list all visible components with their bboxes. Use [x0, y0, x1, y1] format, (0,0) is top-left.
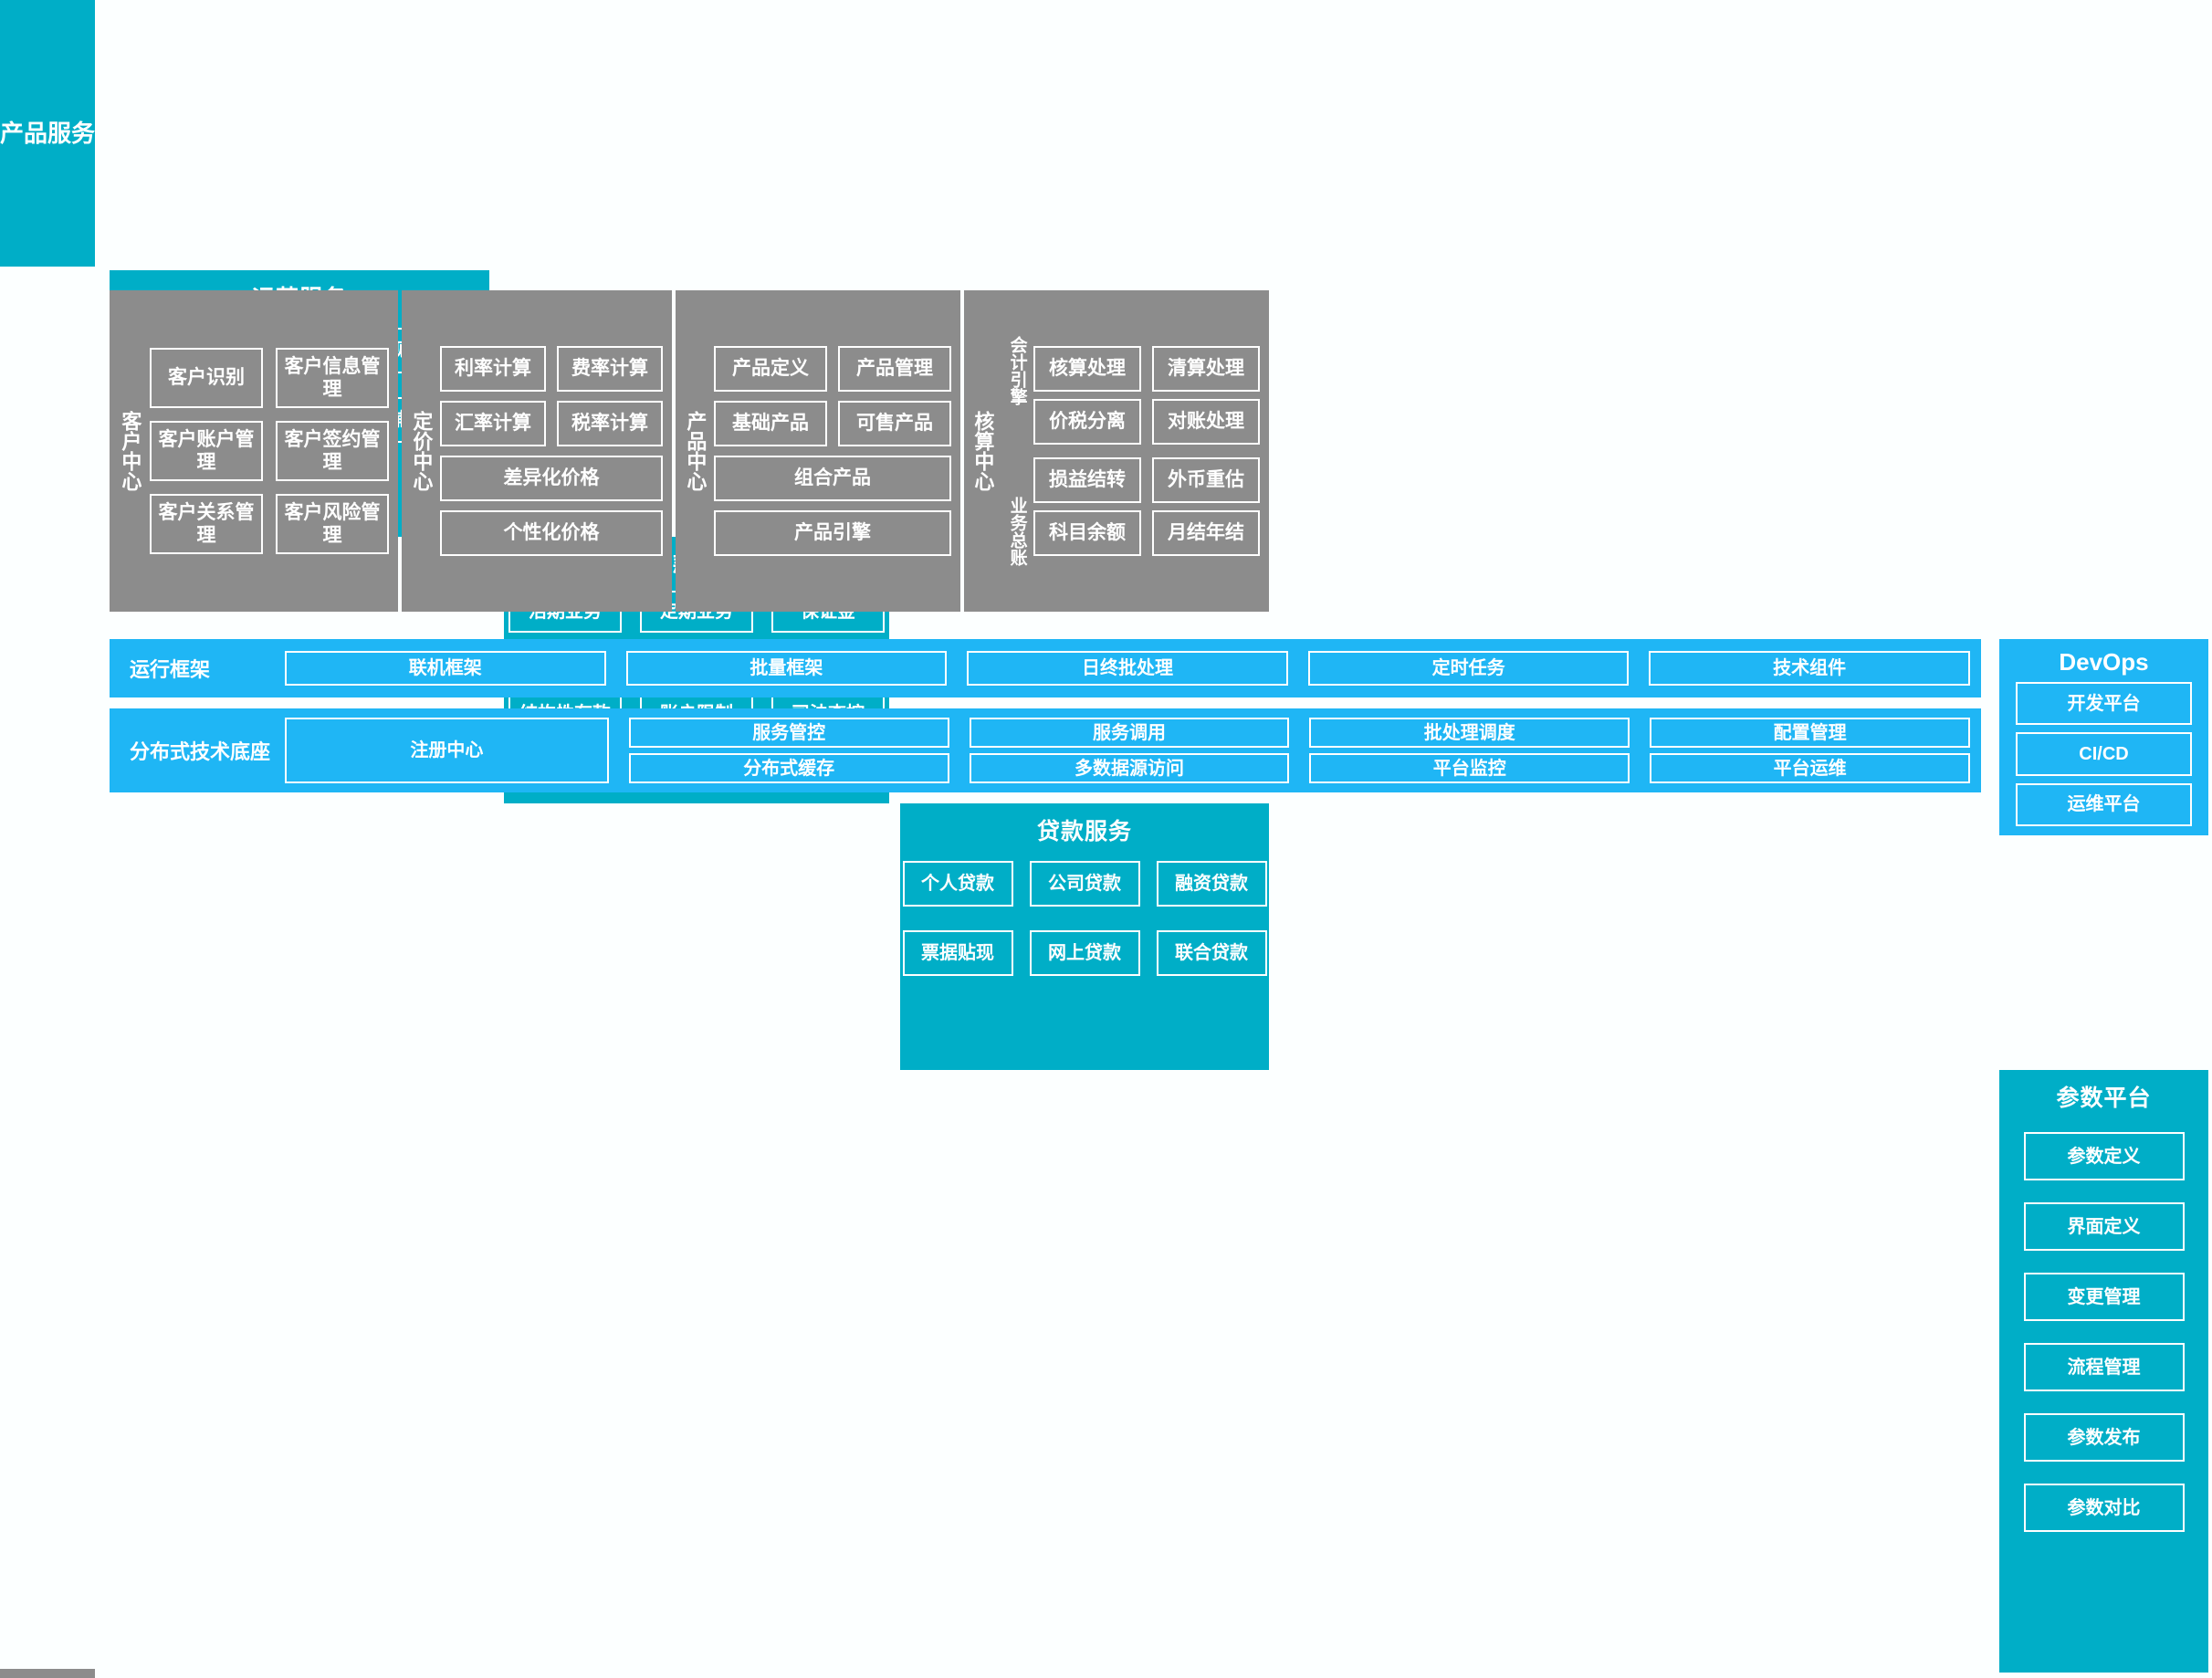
center-label-accounting: 核算中心 [964, 290, 1001, 612]
layer-label-line: 产品 [0, 119, 48, 147]
capability-cell-jiashuifenli[interactable]: 价税分离 [1033, 399, 1141, 445]
service-cell-lianhedaikuan[interactable]: 联合贷款 [1156, 930, 1267, 976]
capability-cell-lilvjisuan[interactable]: 利率计算 [440, 346, 546, 392]
tech-cell-fuwuguankong[interactable]: 服务管控 [628, 718, 949, 748]
section-distributed-base: 分布式技术底座 注册中心 服务管控 分布式缓存 服务调用 多数据源访问 批处理调… [110, 708, 1981, 792]
tech-cell-peizhiguanli[interactable]: 配置管理 [1650, 718, 1970, 748]
center-customer: 客户中心 客户识别 客户信息管理 客户账户管理 客户签约管理 客户关系管理 客户… [110, 290, 398, 612]
capability-cell-duizhangchuli[interactable]: 对账处理 [1152, 399, 1260, 445]
capability-cell-zuhechanpin[interactable]: 组合产品 [714, 456, 951, 501]
center-label-text: 核算中心 [971, 411, 995, 491]
group-title-devops: DevOps [2059, 648, 2149, 676]
capability-cell-kehuguanxiguanli[interactable]: 客户关系管理 [150, 494, 263, 554]
tech-cell-lianjikuangjia[interactable]: 联机框架 [285, 651, 606, 686]
capability-cell-feilvjisuan[interactable]: 费率计算 [557, 346, 663, 392]
param-cell-canshufabu[interactable]: 参数发布 [2023, 1413, 2185, 1462]
layer-label-product-service: 产品 服务 [0, 0, 95, 267]
tech-cell-fenbushihuancun[interactable]: 分布式缓存 [628, 753, 949, 783]
capability-cell-shuilvjisuan[interactable]: 税率计算 [557, 401, 663, 446]
section-label-runtime-framework: 运行框架 [130, 658, 211, 681]
capability-cell-gexinghuajiage[interactable]: 个性化价格 [440, 510, 663, 556]
devops-cell-kaifapingtai[interactable]: 开发平台 [2016, 682, 2192, 726]
group-devops: DevOps 开发平台 CI/CD 运维平台 [1999, 639, 2208, 835]
group-title: 参数平台 [2056, 1085, 2152, 1111]
center-label-text: 产品中心 [684, 411, 708, 491]
layer-label-business-capability: 业务 能力 中心 [0, 1669, 95, 1678]
tech-cell-zhucezhongxin[interactable]: 注册中心 [285, 718, 609, 783]
group-param-platform: 参数平台 参数定义 界面定义 变更管理 流程管理 参数发布 参数对比 [1999, 1070, 2208, 1673]
center-label-customer: 客户中心 [110, 290, 150, 612]
tech-cell-pingtaijiankong[interactable]: 平台监控 [1309, 753, 1630, 783]
sub-label-text: 业务总账 [1007, 497, 1027, 566]
param-cell-canshuduibi[interactable]: 参数对比 [2023, 1484, 2185, 1532]
center-accounting: 核算中心 会计引擎 业务总账 核算处理 清算处理 价税分离 对账处理 损益结转 … [964, 290, 1269, 612]
capability-cell-qingsuanchuli[interactable]: 清算处理 [1152, 346, 1260, 392]
tech-cell-pichulidiaodu[interactable]: 批处理调度 [1309, 718, 1630, 748]
section-label-distributed-base: 分布式技术底座 [130, 740, 271, 763]
capability-cell-chanpinyinqing[interactable]: 产品引擎 [714, 510, 951, 556]
tech-cell-duoshujuyuanfangwen[interactable]: 多数据源访问 [969, 753, 1290, 783]
capability-cell-kehuxinxiguanli[interactable]: 客户信息管理 [276, 348, 389, 408]
capability-cell-jichuchanpin[interactable]: 基础产品 [714, 401, 827, 446]
center-product: 产品中心 产品定义 产品管理 基础产品 可售产品 组合产品 产品引擎 [676, 290, 960, 612]
tech-cell-jishuzujian[interactable]: 技术组件 [1649, 651, 1970, 686]
tech-cell-piliangkuangjia[interactable]: 批量框架 [625, 651, 948, 686]
tech-cell-fuwudiaoyong[interactable]: 服务调用 [969, 718, 1290, 748]
center-label-product: 产品中心 [676, 290, 714, 612]
service-cell-rongzidaikuan[interactable]: 融资贷款 [1156, 861, 1267, 907]
devops-cell-cicd[interactable]: CI/CD [2016, 732, 2192, 776]
capability-cell-sunyijiezhuan[interactable]: 损益结转 [1033, 457, 1141, 503]
sub-label-business-ledger: 业务总账 [1001, 451, 1033, 612]
param-cell-jiemiandingyi[interactable]: 界面定义 [2023, 1202, 2185, 1251]
capability-cell-chayihuajiage[interactable]: 差异化价格 [440, 456, 663, 501]
group-loan-service: 贷款服务 个人贷款 公司贷款 融资贷款 票据贴现 网上贷款 联合贷款 [900, 803, 1269, 1070]
capability-cell-kehushibie[interactable]: 客户识别 [150, 348, 263, 408]
service-cell-piaojutiexian[interactable]: 票据贴现 [902, 930, 1013, 976]
service-cell-gerendaikuan[interactable]: 个人贷款 [902, 861, 1013, 907]
capability-cell-kehuzhanghuguanli[interactable]: 客户账户管理 [150, 421, 263, 481]
center-label-text: 定价中心 [410, 411, 434, 491]
capability-cell-waibizhonggu[interactable]: 外币重估 [1152, 457, 1260, 503]
tech-cell-pingtaiyunwei[interactable]: 平台运维 [1650, 753, 1970, 783]
center-pricing: 定价中心 利率计算 费率计算 汇率计算 税率计算 差异化价格 个性化价格 [402, 290, 672, 612]
param-cell-canshudingyi[interactable]: 参数定义 [2023, 1132, 2185, 1180]
devops-cell-yunweipingtai[interactable]: 运维平台 [2016, 782, 2192, 826]
capability-cell-keshouchanpin[interactable]: 可售产品 [838, 401, 951, 446]
param-cell-liuchengguanli[interactable]: 流程管理 [2023, 1343, 2185, 1391]
center-label-text: 客户中心 [119, 411, 142, 491]
param-cell-bianggengguanli[interactable]: 变更管理 [2023, 1273, 2185, 1321]
layer-label-line: 服务 [47, 119, 96, 147]
service-cell-wangshangdaikuan[interactable]: 网上贷款 [1029, 930, 1140, 976]
tech-cell-dingshirenwu[interactable]: 定时任务 [1307, 651, 1630, 686]
capability-cell-hesuanchuli[interactable]: 核算处理 [1033, 346, 1141, 392]
capability-cell-kemuyue[interactable]: 科目余额 [1033, 510, 1141, 556]
capability-cell-huilvjisuan[interactable]: 汇率计算 [440, 401, 546, 446]
capability-cell-kehufengxianguanli[interactable]: 客户风险管理 [276, 494, 389, 554]
sub-label-text: 会计引擎 [1007, 336, 1027, 405]
center-label-pricing: 定价中心 [402, 290, 440, 612]
capability-cell-chanpinguanli[interactable]: 产品管理 [838, 346, 951, 392]
service-cell-gongsidaikuan[interactable]: 公司贷款 [1029, 861, 1140, 907]
capability-cell-kehuqianyueguanli[interactable]: 客户签约管理 [276, 421, 389, 481]
section-runtime-framework: 运行框架 联机框架 批量框架 日终批处理 定时任务 技术组件 [110, 639, 1981, 697]
capability-cell-chanpindingyi[interactable]: 产品定义 [714, 346, 827, 392]
technical-platform-sections: 运行框架 联机框架 批量框架 日终批处理 定时任务 技术组件 分布式技术底座 注… [110, 639, 1981, 835]
capability-cell-yuejieniannjie[interactable]: 月结年结 [1152, 510, 1260, 556]
tech-cell-rizhongpichuli[interactable]: 日终批处理 [967, 651, 1288, 686]
sub-label-accounting-engine: 会计引擎 [1001, 290, 1033, 451]
